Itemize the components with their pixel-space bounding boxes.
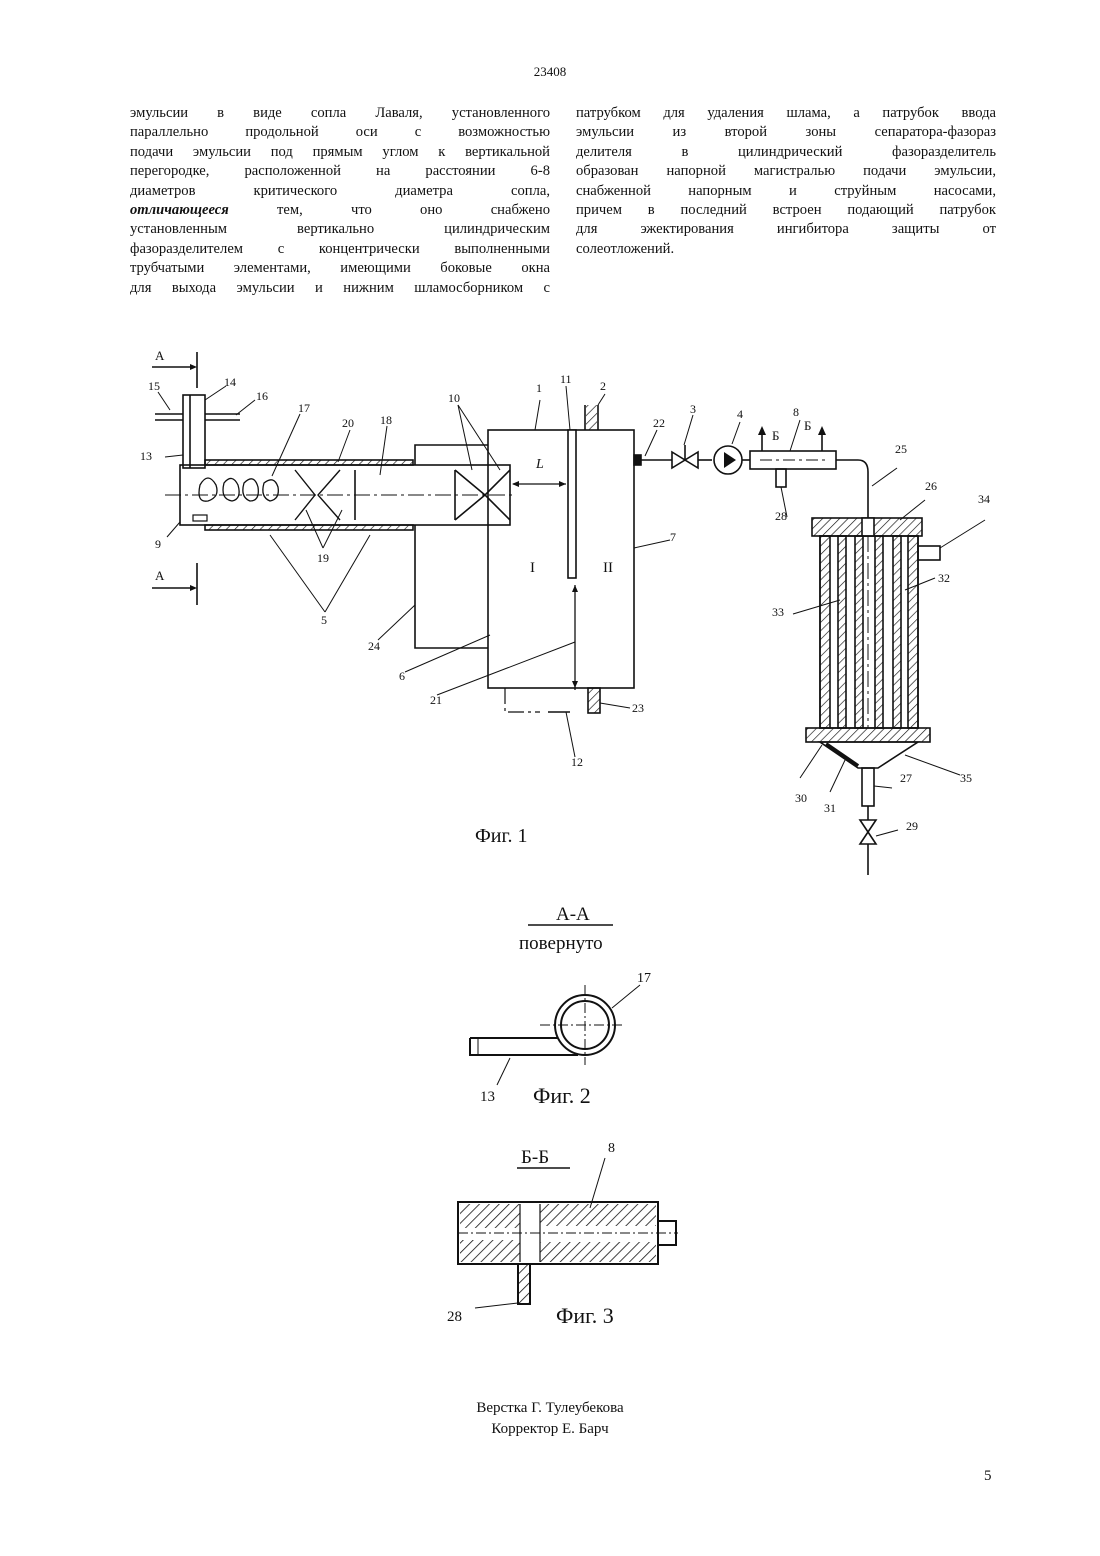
callout-12: 12 <box>571 755 583 769</box>
callout-15: 15 <box>148 379 160 393</box>
callout-24: 24 <box>368 639 380 653</box>
label-section-a: А <box>155 568 165 583</box>
callout-35: 35 <box>960 771 972 785</box>
callout-16: 16 <box>256 389 268 403</box>
callout-23: 23 <box>632 701 644 715</box>
callout-31: 31 <box>824 801 836 815</box>
callout-26: 26 <box>925 479 937 493</box>
callout-32: 32 <box>938 571 950 585</box>
text-line: подачи эмульсии под прямым углом к верти… <box>130 143 550 162</box>
text-line: патрубком для удаления шлама, а патрубок… <box>576 104 996 123</box>
text-line: делителя в цилиндрический фазоразделител… <box>576 143 996 162</box>
figure-2-subtitle: повернуто <box>519 933 603 954</box>
page-number-top: 23408 <box>0 64 1100 80</box>
label-section-b: Б <box>804 418 811 433</box>
figure-2-title: А-А <box>556 904 590 925</box>
text-line: перегородке, расположенной на расстоянии… <box>130 162 550 181</box>
callout-8: 8 <box>608 1141 615 1156</box>
text-line: снабженной напорным и струйным насосами, <box>576 182 996 201</box>
text-line: эмульсии в виде сопла Лаваля, установлен… <box>130 104 550 123</box>
zone-label-1: I <box>530 560 535 576</box>
text-line: эмульсии из второй зоны сепаратора-фазор… <box>576 123 996 142</box>
zone-label-2: II <box>603 560 613 576</box>
label-section-a: А <box>155 348 165 363</box>
figure-2-caption: Фиг. 2 <box>533 1083 591 1108</box>
callout-13: 13 <box>140 449 152 463</box>
callout-19: 19 <box>317 551 329 565</box>
emphasis-rest: тем, что оно снабжено <box>229 202 550 218</box>
inlet-pipe-13 <box>183 395 205 468</box>
text-line: трубчатыми элементами, имеющими боковые … <box>130 259 550 278</box>
callout-7: 7 <box>670 530 676 544</box>
callout-25: 25 <box>895 442 907 456</box>
text-line: установленным вертикально цилиндрическим <box>130 220 550 239</box>
callout-29: 29 <box>906 819 918 833</box>
figure-2-diagram: А-А повернуто 17 13 Фиг. 2 <box>460 895 660 1115</box>
callout-3: 3 <box>690 402 696 416</box>
callout-2: 2 <box>600 379 606 393</box>
callout-6: 6 <box>399 669 405 683</box>
figure-3-caption: Фиг. 3 <box>556 1303 614 1328</box>
figure-3-diagram: Б-Б 8 28 Фиг. 3 <box>440 1135 690 1335</box>
callout-28: 28 <box>447 1309 462 1325</box>
callout-14: 14 <box>224 375 236 389</box>
callout-9: 9 <box>155 537 161 551</box>
text-line: причем в последний встроен подающий патр… <box>576 201 996 220</box>
callout-21: 21 <box>430 693 442 707</box>
callout-10: 10 <box>448 391 460 405</box>
zone-label-l: L <box>535 457 544 472</box>
credits-block: Верстка Г. Тулеубекова Корректор Е. Барч <box>0 1398 1100 1440</box>
emphasis-word: отличающееся <box>130 202 229 218</box>
callout-13: 13 <box>480 1089 495 1105</box>
text-line: солеотложений. <box>576 240 996 259</box>
phase-separator-body <box>820 536 918 728</box>
figure-1-diagram: А А I II L <box>130 335 1000 880</box>
callout-11: 11 <box>560 372 572 386</box>
callout-33: 33 <box>772 605 784 619</box>
callout-17: 17 <box>637 971 651 986</box>
text-line: для эжектирования ингибитора защиты от <box>576 220 996 239</box>
callout-17: 17 <box>298 401 310 415</box>
callout-20: 20 <box>342 416 354 430</box>
callout-4: 4 <box>737 407 743 421</box>
figure-3-title: Б-Б <box>521 1147 549 1168</box>
text-line-emphasis: отличающееся тем, что оно снабжено <box>130 201 550 220</box>
callout-8: 8 <box>793 405 799 419</box>
text-line: параллельно продольной оси с возможность… <box>130 123 550 142</box>
callout-1: 1 <box>536 381 542 395</box>
callout-5: 5 <box>321 613 327 627</box>
callout-27: 27 <box>900 771 912 785</box>
text-line: диаметров критического диаметра сопла, <box>130 182 550 201</box>
label-section-b: Б <box>772 428 779 443</box>
right-text-column: патрубком для удаления шлама, а патрубок… <box>576 104 996 259</box>
callout-34: 34 <box>978 492 990 506</box>
callout-18: 18 <box>380 413 392 427</box>
callout-22: 22 <box>653 416 665 430</box>
credit-proofreader: Корректор Е. Барч <box>0 1419 1100 1440</box>
text-line: образован напорной магистралью подачи эм… <box>576 162 996 181</box>
left-text-column: эмульсии в виде сопла Лаваля, установлен… <box>130 104 550 298</box>
credit-layout: Верстка Г. Тулеубекова <box>0 1398 1100 1419</box>
text-line: фазоразделителем с концентрически выполн… <box>130 240 550 259</box>
callout-28: 28 <box>775 509 787 523</box>
callout-30: 30 <box>795 791 807 805</box>
figure-1-caption: Фиг. 1 <box>475 825 527 847</box>
text-line: для выхода эмульсии и нижним шламосборни… <box>130 279 550 298</box>
page-number-bottom: 5 <box>984 1468 992 1485</box>
